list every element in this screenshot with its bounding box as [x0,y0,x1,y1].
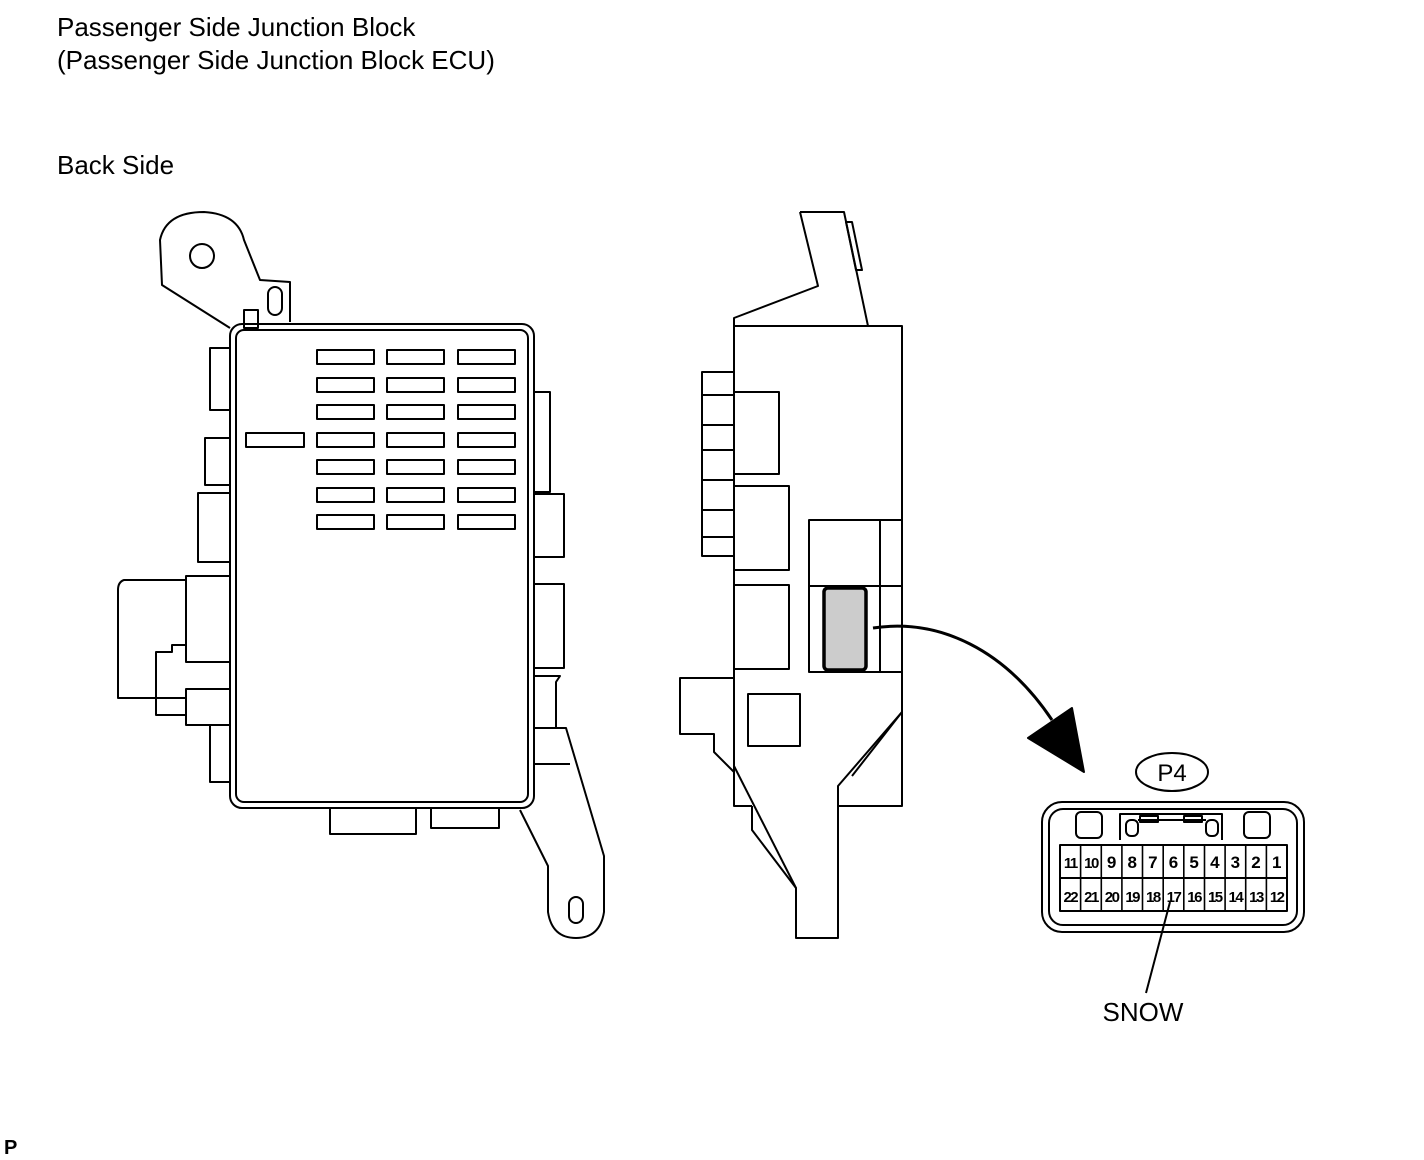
pin-21: 21 [1084,889,1099,906]
terminal-label-snow: SNOW [1103,997,1184,1027]
connector-p4-highlight [822,586,868,672]
pin-3: 3 [1231,853,1240,872]
pin-13: 13 [1249,889,1264,906]
pin-9: 9 [1107,853,1116,872]
pin-8: 8 [1127,853,1136,872]
pin-2: 2 [1251,853,1260,872]
pin-16: 16 [1187,889,1202,906]
junction-block-front-view [117,211,605,939]
view-label: Back Side [57,150,175,180]
pin-7: 7 [1148,853,1157,872]
connector-code: P4 [1157,760,1186,787]
pin-12: 12 [1270,889,1285,906]
title-line-2: (Passenger Side Junction Block ECU) [57,45,495,75]
pin-20: 20 [1105,889,1120,906]
title-line-1: Passenger Side Junction Block [57,12,416,42]
pin-15: 15 [1208,889,1223,906]
pin-14: 14 [1229,889,1245,906]
pin-11: 11 [1064,855,1078,872]
snow-leader-line [1145,901,1171,994]
corner-code: P [4,1137,18,1159]
pin-19: 19 [1125,889,1140,906]
connector-code-bubble [1135,752,1209,792]
pin-10: 10 [1084,855,1099,872]
pin-1: 1 [1272,853,1281,872]
pin-5: 5 [1189,853,1198,872]
pin-4: 4 [1210,853,1220,872]
pointer-arrow [872,624,1085,773]
connector-p4-face [1041,752,1305,994]
pin-17: 17 [1167,889,1182,906]
pin-22: 22 [1063,889,1078,906]
pin-18: 18 [1146,889,1161,906]
fuse-slots [316,349,516,530]
pin-6: 6 [1169,853,1178,872]
junction-block-side-view [679,211,903,939]
